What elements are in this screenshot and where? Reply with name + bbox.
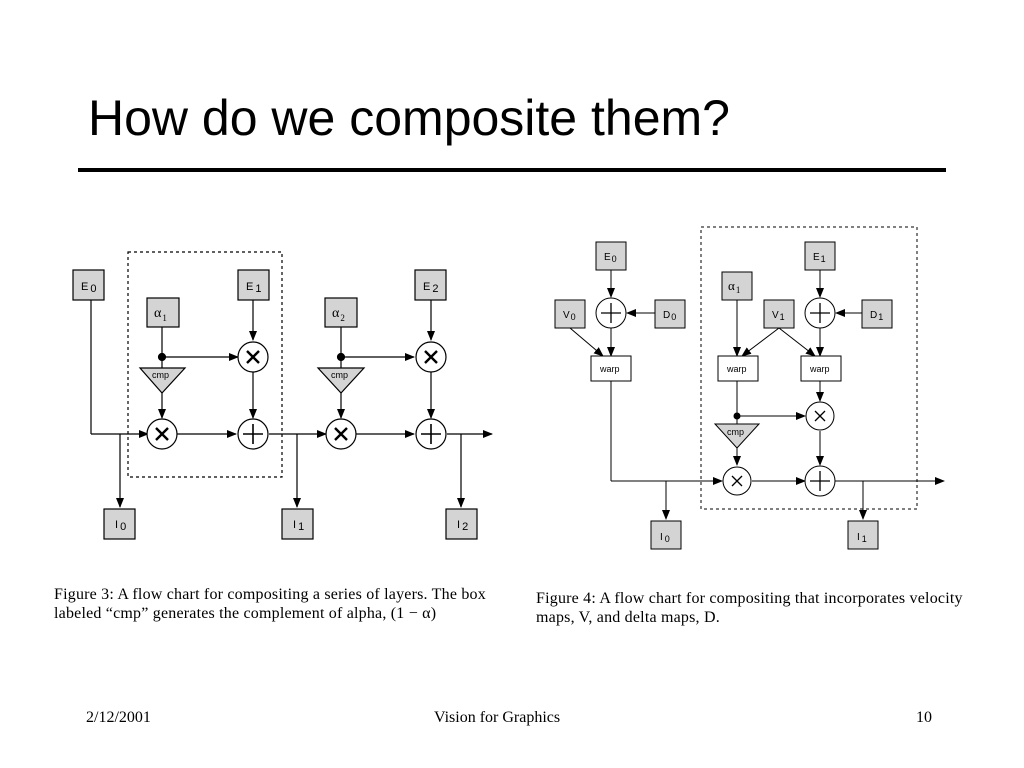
fig3-cmp1-triangle — [138, 367, 187, 394]
fig3-node-e2 — [414, 269, 447, 301]
fig3-label-alpha1: α1 — [154, 306, 167, 323]
fig3-label-cmp2: cmp — [331, 370, 348, 380]
fig3-dashed-group — [127, 251, 283, 478]
figure4-caption: Figure 4: A flow chart for compositing t… — [536, 590, 963, 626]
fig4-label-v0: V0 — [563, 310, 576, 322]
fig4-plus-glyph — [810, 303, 830, 323]
fig3-node-i0 — [103, 508, 136, 540]
fig3-node-alpha2 — [324, 297, 358, 328]
fig4-node-e1 — [804, 241, 836, 271]
fig3-plus-glyph — [421, 424, 441, 444]
figure3-caption: Figure 3: A flow chart for compositing a… — [54, 586, 486, 622]
fig4-edge — [741, 327, 780, 357]
fig4-dashed-group — [700, 226, 918, 510]
fig3-times-glyph — [334, 427, 348, 441]
fig4-plus-glyph — [810, 471, 830, 491]
footer-date: 2/12/2001 — [86, 709, 151, 726]
fig3-node-i1 — [281, 508, 314, 540]
fig4-node-warp1a — [717, 355, 759, 382]
fig4-plus-glyph — [601, 303, 621, 323]
fig4-label-v1: V1 — [772, 310, 785, 322]
fig3-junction-dot — [157, 352, 167, 362]
fig4-label-d0: D0 — [663, 310, 676, 322]
fig4-node-i1 — [847, 520, 879, 550]
fig4-edge — [569, 327, 604, 357]
fig4-node-alpha1 — [721, 271, 753, 301]
fig4-label-warp1a: warp — [726, 364, 747, 374]
fig4-times-glyph — [814, 410, 826, 422]
title-underline — [78, 168, 946, 172]
fig3-plus-glyph — [243, 424, 263, 444]
fig4-node-warp1b — [800, 355, 842, 382]
fig4-label-warp0: warp — [599, 364, 620, 374]
fig4-node-v0 — [554, 299, 586, 329]
fig4-node-d1 — [861, 299, 893, 329]
fig3-times-glyph — [155, 427, 169, 441]
fig3-label-alpha2: α2 — [332, 306, 345, 323]
footer-page-number: 10 — [916, 709, 932, 726]
fig4-junction-dot — [733, 412, 741, 420]
fig4-label-d1: D1 — [870, 310, 883, 322]
fig3-times-glyph — [424, 350, 438, 364]
fig3-times-glyph — [246, 350, 260, 364]
fig4-node-i0 — [650, 520, 682, 550]
fig4-times-glyph — [731, 475, 743, 487]
figure3-diagram — [72, 251, 493, 540]
fig3-node-e1 — [237, 269, 270, 301]
fig4-node-e0 — [595, 241, 627, 271]
fig3-node-e0 — [72, 269, 105, 301]
fig4-edge — [778, 327, 816, 357]
fig3-label-cmp1: cmp — [152, 370, 169, 380]
fig3-node-alpha1 — [146, 297, 180, 328]
slide-title: How do we composite them? — [88, 90, 730, 146]
figure4-diagram — [554, 226, 945, 550]
footer-title: Vision for Graphics — [434, 709, 561, 726]
fig4-cmp-triangle — [713, 423, 761, 449]
fig3-node-i2 — [445, 508, 478, 540]
fig4-label-warp1b: warp — [809, 364, 830, 374]
fig3-cmp2-triangle — [316, 367, 366, 394]
fig4-label-e0: E0 — [604, 252, 617, 264]
fig4-node-v1 — [763, 299, 795, 329]
fig4-label-e1: E1 — [813, 252, 826, 264]
fig4-node-d0 — [654, 299, 686, 329]
fig3-junction-dot — [336, 352, 346, 362]
fig4-node-warp0 — [590, 355, 632, 382]
fig4-label-cmp: cmp — [727, 427, 744, 437]
fig4-label-alpha1: α1 — [728, 278, 740, 295]
